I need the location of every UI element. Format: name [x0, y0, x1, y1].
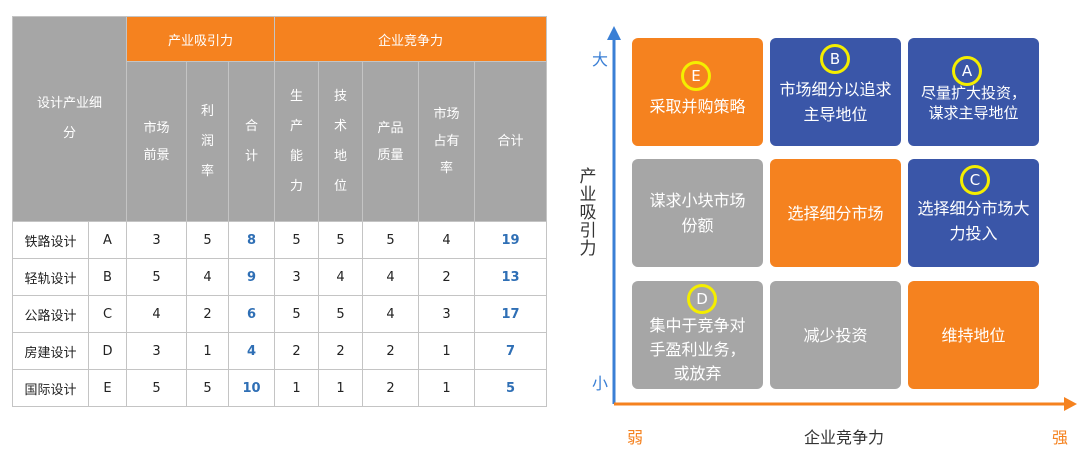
cell-acquisition-strategy: 采取并购策略 [632, 38, 763, 146]
table-row: 轻轨设计 B 5 4 9 3 4 4 2 13 [12, 258, 548, 296]
profit-value: 4 [186, 258, 229, 296]
attractiveness-total: 10 [227, 369, 276, 407]
attractiveness-total: 8 [227, 221, 276, 259]
profit-value: 5 [186, 221, 229, 259]
competitiveness-total: 7 [474, 332, 548, 370]
quality-value: 4 [362, 258, 420, 296]
row-code: D [88, 332, 127, 370]
market-value: 4 [126, 295, 187, 333]
table-row: 铁路设计 A 3 5 8 5 5 5 4 19 [12, 221, 548, 259]
competitiveness-total: 5 [474, 369, 548, 407]
market-value: 3 [126, 221, 187, 259]
table-row: 国际设计 E 5 5 10 1 1 2 1 5 [12, 369, 548, 407]
x-axis-arrow [1064, 397, 1077, 411]
share-value: 1 [418, 332, 476, 370]
profit-value: 1 [186, 332, 229, 370]
cell-small-market-share: 谋求小块市场份额 [632, 159, 763, 267]
capacity-value: 2 [274, 332, 320, 370]
row-code: E [88, 369, 127, 407]
cell-select-segment: 选择细分市场 [770, 159, 901, 267]
capacity-value: 3 [274, 258, 320, 296]
competitiveness-group-header: 企业竞争力 [274, 16, 548, 62]
capacity-value: 5 [274, 295, 320, 333]
row-name: 铁路设计 [12, 221, 89, 259]
attractiveness-total: 6 [227, 295, 276, 333]
quality-value: 5 [362, 221, 420, 259]
x-axis-label: 企业竞争力 [804, 428, 885, 447]
row-name: 国际设计 [12, 369, 89, 407]
tech-value: 2 [318, 332, 364, 370]
marker-d: D [687, 284, 717, 314]
y-axis-low-label: 小 [592, 374, 609, 393]
tech-value: 5 [318, 295, 364, 333]
production-capacity-header: 生产能力 [274, 61, 320, 222]
x-axis-high-label: 强 [1052, 428, 1069, 447]
share-value: 2 [418, 258, 476, 296]
product-quality-header: 产品质量 [362, 61, 420, 222]
market-value: 3 [126, 332, 187, 370]
row-code: C [88, 295, 127, 333]
attractiveness-total: 4 [227, 332, 276, 370]
market-value: 5 [126, 369, 187, 407]
table-row: 房建设计 D 3 1 4 2 2 2 1 7 [12, 332, 548, 370]
profit-rate-header: 利润率 [186, 61, 229, 222]
row-name: 房建设计 [12, 332, 89, 370]
marker-c: C [960, 165, 990, 195]
profit-value: 2 [186, 295, 229, 333]
row-code: A [88, 221, 127, 259]
profit-value: 5 [186, 369, 229, 407]
evaluation-table: 设计产业细分 产业吸引力 企业竞争力 市场前景 利润率 合计 生产能力 技术地位… [12, 16, 548, 407]
y-axis-label: 产业吸引力 [579, 167, 597, 259]
quality-value: 2 [362, 332, 420, 370]
row-code: B [88, 258, 127, 296]
quality-value: 2 [362, 369, 420, 407]
cell-maintain-position: 维持地位 [908, 281, 1039, 389]
y-axis-high-label: 大 [592, 50, 609, 69]
tech-value: 5 [318, 221, 364, 259]
x-axis-low-label: 弱 [627, 428, 644, 447]
capacity-value: 5 [274, 221, 320, 259]
y-axis-arrow [607, 26, 621, 40]
market-value: 5 [126, 258, 187, 296]
marker-a: A [952, 56, 982, 86]
competitiveness-total: 13 [474, 258, 548, 296]
attractiveness-total: 9 [227, 258, 276, 296]
market-share-header: 市场占有率 [418, 61, 476, 222]
cell-reduce-investment: 减少投资 [770, 281, 901, 389]
table-row: 公路设计 C 4 2 6 5 5 4 3 17 [12, 295, 548, 333]
attractiveness-total-header: 合计 [227, 61, 276, 222]
marker-b: B [820, 44, 850, 74]
tech-value: 4 [318, 258, 364, 296]
share-value: 1 [418, 369, 476, 407]
row-name: 公路设计 [12, 295, 89, 333]
cell-maximize-investment: 尽量扩大投资，谋求主导地位 [908, 38, 1039, 146]
attractiveness-group-header: 产业吸引力 [125, 16, 276, 62]
marker-e: E [681, 61, 711, 91]
tech-position-header: 技术地位 [318, 61, 364, 222]
segment-header: 设计产业细分 [12, 16, 127, 222]
market-prospect-header: 市场前景 [126, 61, 187, 222]
competitiveness-total: 17 [474, 295, 548, 333]
competitiveness-total-header: 合计 [474, 61, 548, 222]
tech-value: 1 [318, 369, 364, 407]
competitiveness-total: 19 [474, 221, 548, 259]
row-name: 轻轨设计 [12, 258, 89, 296]
quality-value: 4 [362, 295, 420, 333]
share-value: 3 [418, 295, 476, 333]
share-value: 4 [418, 221, 476, 259]
